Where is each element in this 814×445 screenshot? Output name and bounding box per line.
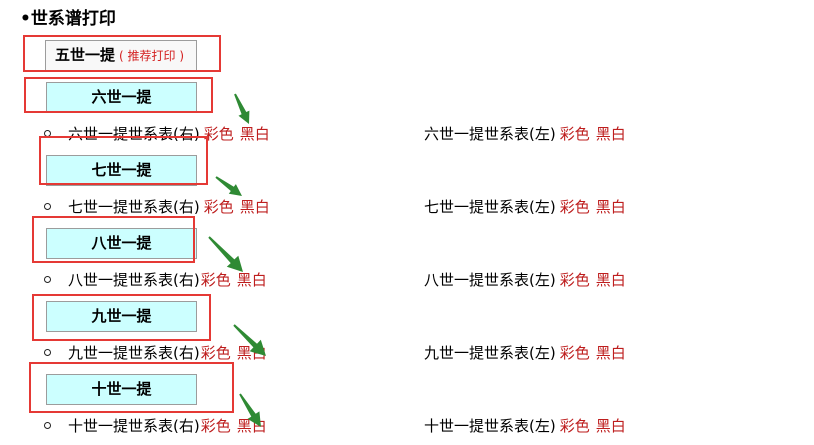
gen-7-left-table: 七世一提世系表(左)彩色黑白	[424, 198, 626, 216]
list-bullet-icon	[44, 422, 51, 429]
gen-9-right-table-title: 九世一提世系表(右)	[68, 344, 200, 362]
gen-10-left-bw-link[interactable]: 黑白	[595, 417, 626, 435]
gen-10-left-table: 十世一提世系表(左)彩色黑白	[424, 417, 626, 435]
gen-8-left-table: 八世一提世系表(左)彩色黑白	[424, 271, 626, 289]
gen-9-left-table: 九世一提世系表(左)彩色黑白	[424, 344, 626, 362]
gen-8-left-bw-link[interactable]: 黑白	[595, 271, 626, 289]
gen-8-right-color-link[interactable]: 彩色	[200, 271, 231, 289]
gen-8-right-bw-link[interactable]: 黑白	[236, 271, 267, 289]
gen-9-left-table-title: 九世一提世系表(左)	[424, 344, 556, 362]
gen-9-right-table: 九世一提世系表(右)彩色黑白	[68, 344, 267, 362]
gen-5-featured-button[interactable]: 五世一提( 推荐打印 )	[45, 40, 197, 71]
gen-6-right-color-link[interactable]: 彩色	[203, 125, 234, 143]
gen-7-right-color-link[interactable]: 彩色	[203, 198, 234, 216]
gen-5-button-label: 五世一提	[55, 46, 116, 64]
gen-9-button[interactable]: 九世一提	[46, 301, 197, 332]
gen-10-right-table: 十世一提世系表(右)彩色黑白	[68, 417, 267, 435]
gen-10-right-color-link[interactable]: 彩色	[200, 417, 231, 435]
gen-10-left-color-link[interactable]: 彩色	[559, 417, 590, 435]
list-bullet-icon	[44, 349, 51, 356]
gen-10-left-table-title: 十世一提世系表(左)	[424, 417, 556, 435]
gen-6-row: 六世一提世系表(右)彩色黑白 六世一提世系表(左)彩色黑白	[0, 125, 700, 143]
gen-7-button[interactable]: 七世一提	[46, 155, 197, 186]
gen-6-right-table-title: 六世一提世系表(右)	[68, 125, 200, 143]
annotation-arrow	[208, 236, 243, 272]
recommended-note: ( 推荐打印 )	[119, 49, 185, 63]
gen-8-right-table: 八世一提世系表(右)彩色黑白	[68, 271, 267, 289]
gen-7-row: 七世一提世系表(右)彩色黑白 七世一提世系表(左)彩色黑白	[0, 198, 700, 216]
gen-8-left-table-title: 八世一提世系表(左)	[424, 271, 556, 289]
list-bullet-icon	[44, 276, 51, 283]
gen-7-right-table-title: 七世一提世系表(右)	[68, 198, 200, 216]
page-title: •世系谱打印	[20, 9, 116, 29]
annotation-arrow	[234, 93, 250, 124]
gen-7-right-bw-link[interactable]: 黑白	[239, 198, 270, 216]
gen-6-right-table: 六世一提世系表(右)彩色黑白	[68, 125, 270, 143]
list-bullet-icon	[44, 203, 51, 210]
gen-6-right-bw-link[interactable]: 黑白	[239, 125, 270, 143]
gen-7-left-table-title: 七世一提世系表(左)	[424, 198, 556, 216]
gen-9-row: 九世一提世系表(右)彩色黑白 九世一提世系表(左)彩色黑白	[0, 344, 700, 362]
gen-9-right-bw-link[interactable]: 黑白	[236, 344, 267, 362]
gen-6-left-table-title: 六世一提世系表(左)	[424, 125, 556, 143]
list-bullet-icon	[44, 130, 51, 137]
gen-7-left-bw-link[interactable]: 黑白	[595, 198, 626, 216]
gen-6-button[interactable]: 六世一提	[46, 82, 197, 113]
gen-9-left-bw-link[interactable]: 黑白	[595, 344, 626, 362]
gen-6-left-bw-link[interactable]: 黑白	[595, 125, 626, 143]
gen-7-right-table: 七世一提世系表(右)彩色黑白	[68, 198, 270, 216]
gen-8-right-table-title: 八世一提世系表(右)	[68, 271, 200, 289]
gen-8-button[interactable]: 八世一提	[46, 228, 197, 259]
gen-10-row: 十世一提世系表(右)彩色黑白 十世一提世系表(左)彩色黑白	[0, 417, 700, 435]
gen-6-left-table: 六世一提世系表(左)彩色黑白	[424, 125, 626, 143]
gen-6-left-color-link[interactable]: 彩色	[559, 125, 590, 143]
gen-8-left-color-link[interactable]: 彩色	[559, 271, 590, 289]
gen-10-right-table-title: 十世一提世系表(右)	[68, 417, 200, 435]
gen-9-right-color-link[interactable]: 彩色	[200, 344, 231, 362]
gen-10-right-bw-link[interactable]: 黑白	[236, 417, 267, 435]
gen-7-left-color-link[interactable]: 彩色	[559, 198, 590, 216]
gen-8-row: 八世一提世系表(右)彩色黑白 八世一提世系表(左)彩色黑白	[0, 271, 700, 289]
gen-9-left-color-link[interactable]: 彩色	[559, 344, 590, 362]
gen-10-button[interactable]: 十世一提	[46, 374, 197, 405]
annotation-arrow	[215, 176, 242, 196]
